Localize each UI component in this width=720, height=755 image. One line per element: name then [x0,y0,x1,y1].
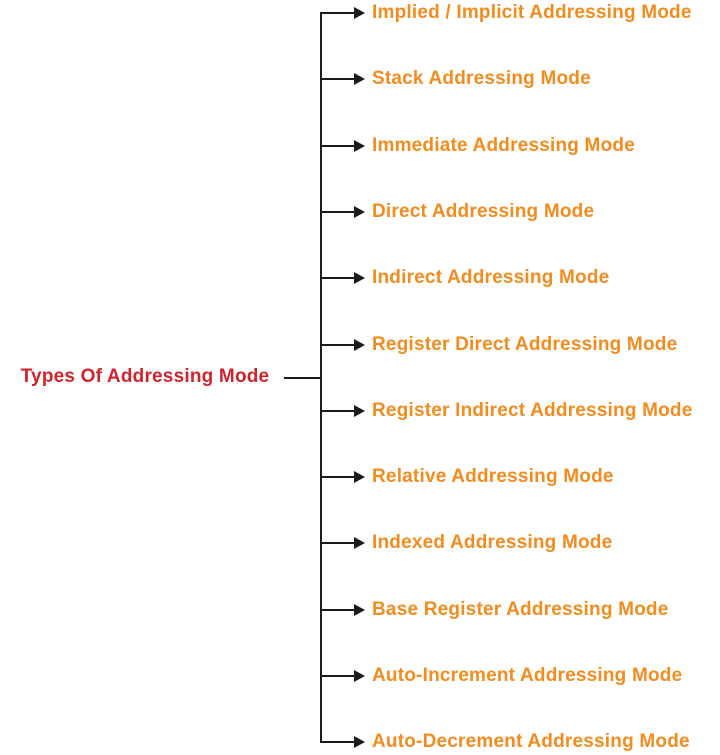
arrow-right-icon [354,670,365,682]
branch-line [320,144,355,147]
arrow-right-icon [354,272,365,285]
addressing-mode-label: Immediate Addressing Mode [372,134,635,156]
branch-line [320,741,355,744]
arrow-right-icon [354,736,365,749]
addressing-mode-label: Direct Addressing Mode [372,200,595,222]
addressing-mode-label: Auto-Decrement Addressing Mode [372,731,690,753]
trunk-line [320,12,322,743]
arrow-right-icon [354,7,365,19]
arrow-right-icon [354,537,365,550]
branch-line [320,78,355,81]
root-connector-line [284,377,321,379]
branch-line [320,277,355,280]
arrow-right-icon [354,471,365,484]
addressing-mode-label: Implied / Implicit Addressing Mode [372,2,692,23]
addressing-mode-label: Register Direct Addressing Mode [372,333,678,355]
branch-line [320,409,355,412]
addressing-mode-label: Indexed Addressing Mode [372,532,613,554]
arrow-right-icon [354,603,365,616]
branch-line [320,542,355,545]
arrow-right-icon [354,73,365,86]
arrow-right-icon [354,338,365,351]
root-label: Types Of Addressing Mode [20,366,270,387]
branch-line [320,210,355,213]
addressing-mode-label: Base Register Addressing Mode [372,598,669,620]
branch-line [320,12,355,14]
arrow-right-icon [354,404,365,417]
arrow-right-icon [354,139,365,152]
addressing-mode-label: Register Indirect Addressing Mode [372,399,693,421]
addressing-mode-label: Stack Addressing Mode [372,68,591,90]
arrow-right-icon [354,205,365,218]
branch-line [320,675,355,677]
branch-line [320,608,355,611]
addressing-mode-label: Auto-Increment Addressing Mode [372,665,683,686]
addressing-mode-label: Relative Addressing Mode [372,466,614,488]
branch-line [320,343,355,346]
addressing-mode-label: Indirect Addressing Mode [372,267,610,289]
branch-line [320,476,355,479]
